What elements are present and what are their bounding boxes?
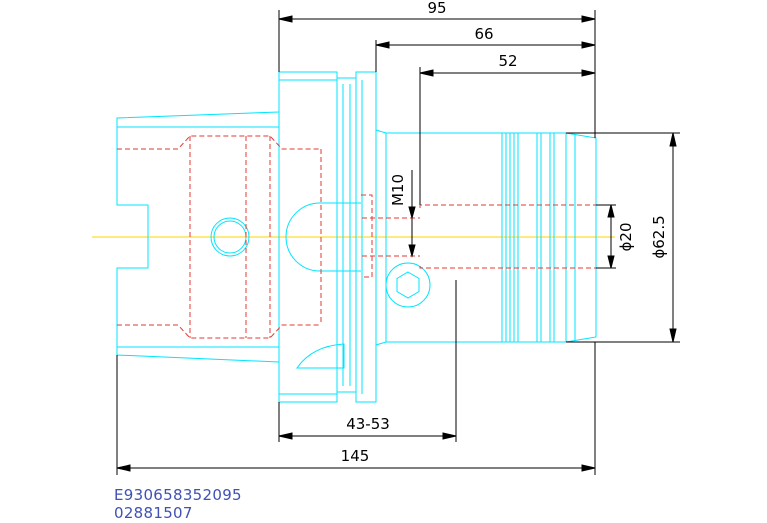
dim-95: 95 (427, 0, 446, 17)
dim-66: 66 (474, 25, 493, 43)
dim-52: 52 (498, 52, 517, 70)
dim-phi-62-5: ϕ62.5 (650, 215, 668, 258)
part-number: 02881507 (114, 504, 193, 522)
dim-145: 145 (341, 447, 370, 465)
dimension-lines (116, 10, 680, 475)
holder-outline (116, 71, 597, 403)
dim-phi-20: ϕ20 (617, 223, 635, 252)
dim-m10: M10 (389, 174, 407, 206)
order-code: E930658352095 (114, 486, 242, 504)
hidden-lines (117, 135, 596, 339)
dim-43-53: 43-53 (346, 415, 390, 433)
